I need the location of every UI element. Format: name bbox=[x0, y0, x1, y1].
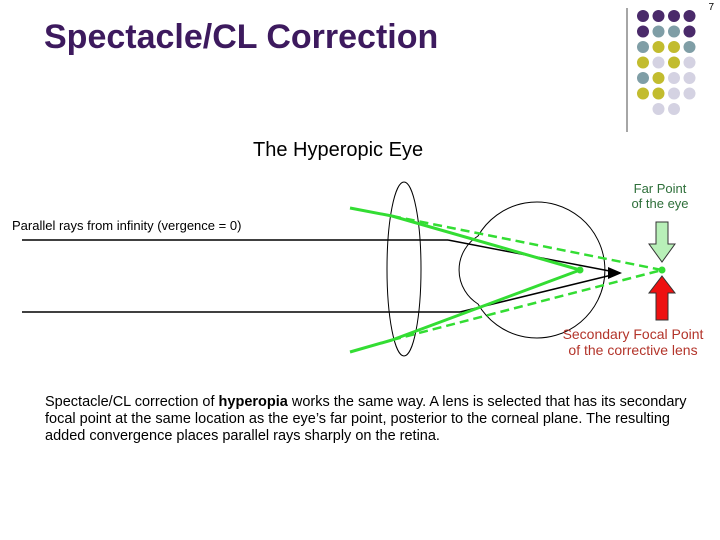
decorative-dot bbox=[668, 103, 680, 115]
decorative-dot bbox=[652, 41, 665, 53]
focal-point-arrow bbox=[647, 275, 677, 321]
decorative-dot bbox=[683, 41, 696, 53]
decorative-dot bbox=[683, 87, 696, 100]
decorative-dot bbox=[668, 25, 680, 38]
decorative-dot bbox=[652, 56, 665, 69]
slide-title: Spectacle/CL Correction bbox=[44, 18, 439, 56]
decorative-dot bbox=[637, 25, 649, 38]
decorative-dot bbox=[637, 56, 649, 69]
decorative-dot bbox=[637, 10, 649, 22]
corrective-lens bbox=[386, 181, 422, 357]
decorative-dot bbox=[668, 41, 680, 53]
decorative-dot bbox=[652, 72, 665, 84]
decorative-dot bbox=[668, 87, 680, 100]
decorative-dot bbox=[652, 25, 665, 38]
decorative-dot bbox=[637, 72, 649, 84]
parallel-rays-label: Parallel rays from infinity (vergence = … bbox=[12, 218, 242, 233]
green-ray-top-solid bbox=[391, 214, 581, 272]
far-point-arrow bbox=[648, 221, 676, 263]
green-ray-bottom-solid bbox=[391, 268, 581, 342]
far-point-label-line2: of the eye bbox=[631, 196, 689, 211]
explanation-paragraph: Spectacle/CL correction of hyperopia wor… bbox=[45, 394, 695, 445]
eye-outline bbox=[458, 201, 606, 339]
decorative-dot bbox=[637, 87, 649, 100]
decorative-dot bbox=[683, 10, 696, 22]
decorative-dot bbox=[668, 56, 680, 69]
decorative-dot bbox=[683, 25, 696, 38]
decorative-dot bbox=[652, 87, 665, 100]
slide-number: 7 bbox=[708, 2, 714, 13]
body-text-end: works the same way. A lens is selected t… bbox=[45, 394, 687, 444]
focal-label-line2: of the corrective lens bbox=[568, 342, 698, 358]
decorative-dot bbox=[637, 41, 649, 53]
green-ray-top-dashed bbox=[391, 214, 663, 272]
far-point-dot bbox=[658, 266, 666, 274]
decorative-dot-grid bbox=[637, 10, 696, 115]
green-ray-top-incoming bbox=[349, 206, 393, 218]
green-ray-bottom-incoming bbox=[349, 338, 393, 354]
decorative-dot bbox=[652, 103, 665, 115]
green-ray-bottom-dashed bbox=[391, 268, 663, 342]
convergence-arrowhead bbox=[608, 267, 622, 279]
far-point-label: Far Point of the eye bbox=[612, 181, 708, 211]
decorative-dot bbox=[683, 72, 696, 84]
retina-focus-dot bbox=[576, 266, 584, 274]
diagram-subtitle: The Hyperopic Eye bbox=[253, 139, 424, 161]
decorative-dot bbox=[668, 72, 680, 84]
far-point-label-line1: Far Point bbox=[633, 181, 687, 196]
decorative-dot bbox=[652, 10, 665, 22]
focal-label-line1: Secondary Focal Point bbox=[562, 326, 704, 342]
secondary-focal-point-label: Secondary Focal Point of the corrective … bbox=[548, 326, 718, 358]
decorative-dot bbox=[683, 56, 696, 69]
decorative-dot bbox=[668, 10, 680, 22]
body-text-bold: hyperopia bbox=[218, 394, 288, 410]
body-text-start: Spectacle/CL correction of bbox=[45, 394, 219, 410]
